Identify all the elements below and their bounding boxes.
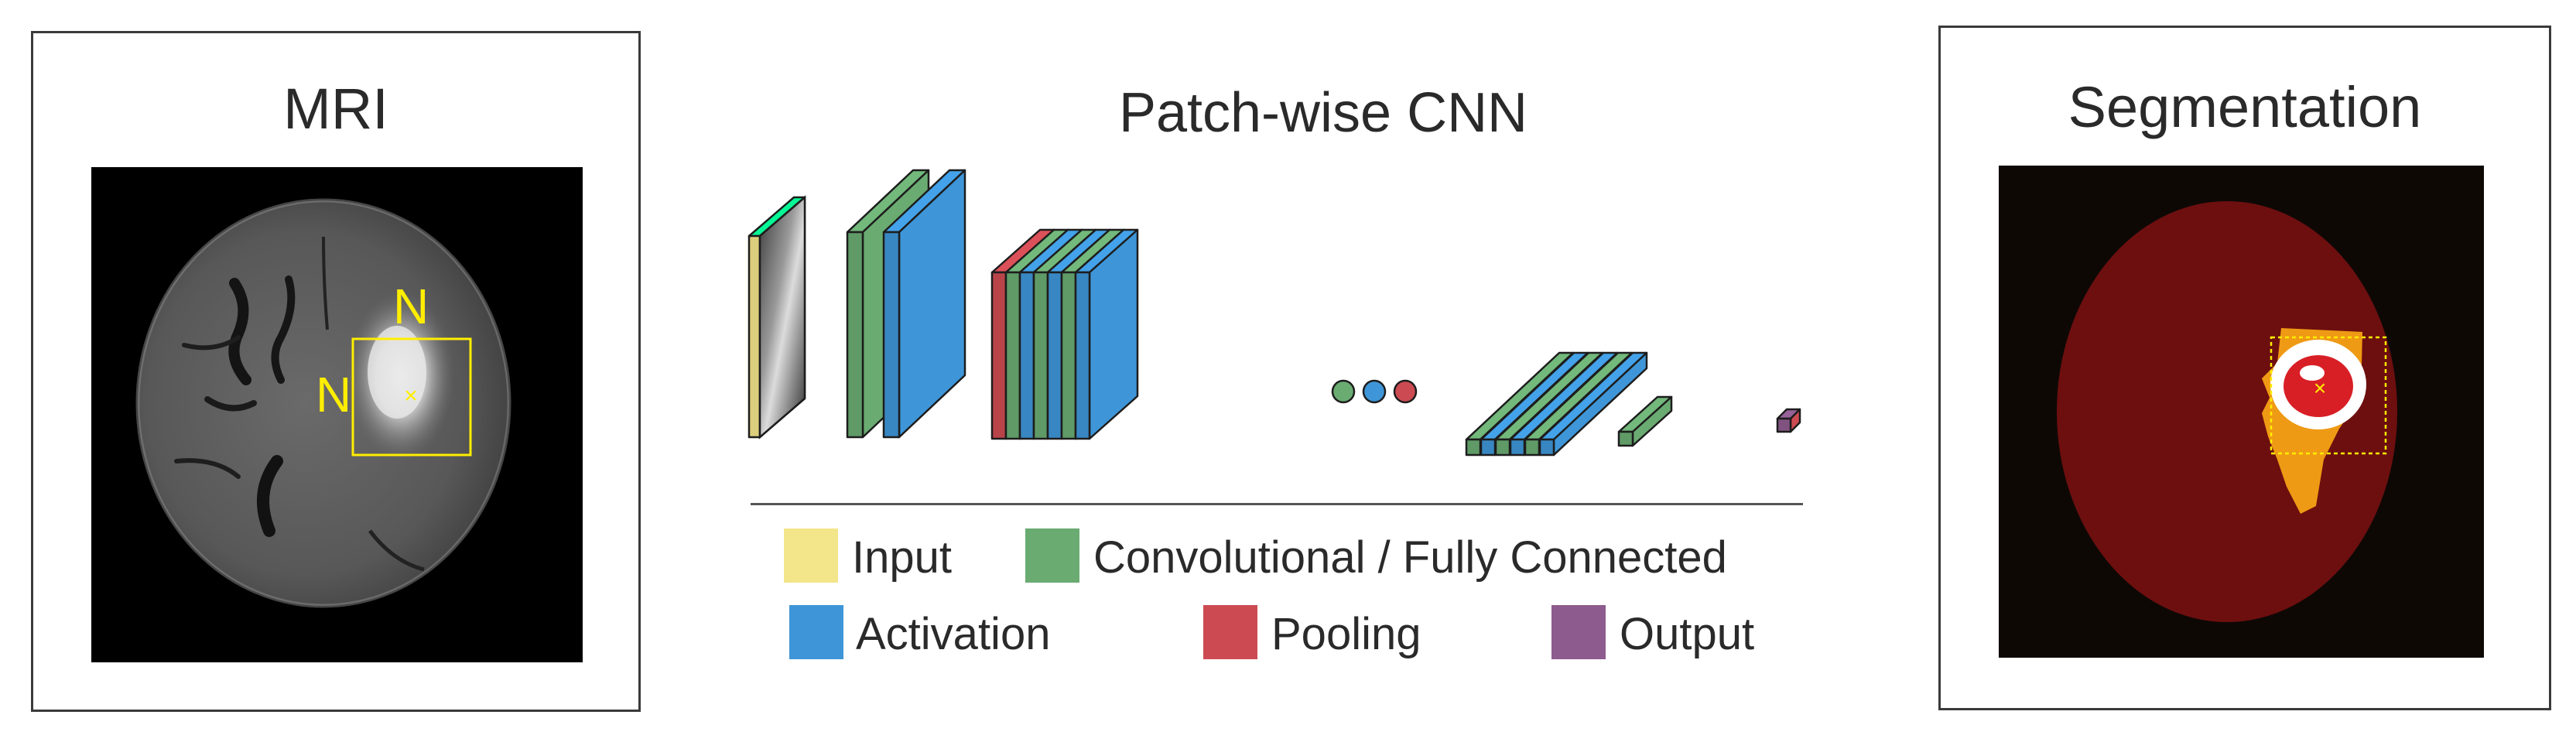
legend-label-output: Output [1620,609,1755,659]
legend-swatch-pooling [1203,605,1257,659]
legend-divider [751,503,1803,505]
mri-title: MRI [283,77,388,141]
cnn-architecture-diagram [720,132,1826,464]
segmentation-title: Segmentation [2068,75,2422,139]
legend-swatch-conv [1025,528,1079,583]
cnn-title: Patch-wise CNN [1118,82,1528,144]
cnn-layer-fully-connected [1617,395,1673,447]
legend-swatch-output [1551,605,1606,659]
cnn-layer-output [1776,408,1801,433]
mri-brain-image: × N N [91,167,583,662]
ellipsis-dot-1 [1331,379,1356,404]
mri-center-mark: × [404,383,418,409]
legend-swatch-input [784,528,838,583]
segmentation-map-image: × [1999,166,2484,658]
ellipsis-dot-3 [1393,379,1418,404]
legend-label-pooling: Pooling [1271,609,1421,659]
legend-label-input: Input [852,532,952,583]
patch-size-label-top: N [393,279,429,334]
ellipsis-dot-2 [1362,379,1387,404]
cnn-layer-activation-1 [882,169,966,439]
segmentation-panel: Segmentation × [1938,26,2551,710]
legend-swatch-activation [789,605,843,659]
legend-label-activation: Activation [856,609,1051,659]
legend-label-conv: Convolutional / Fully Connected [1093,532,1727,583]
mri-panel: MRI [31,31,641,712]
cnn-layer-stack2-7-activation [1074,228,1139,440]
cnn-layer-stack3-6-activation [1538,351,1648,457]
cnn-input-patch-image [758,195,806,439]
patch-size-label-left: N [316,367,352,422]
segmentation-center-mark: × [2314,376,2326,400]
